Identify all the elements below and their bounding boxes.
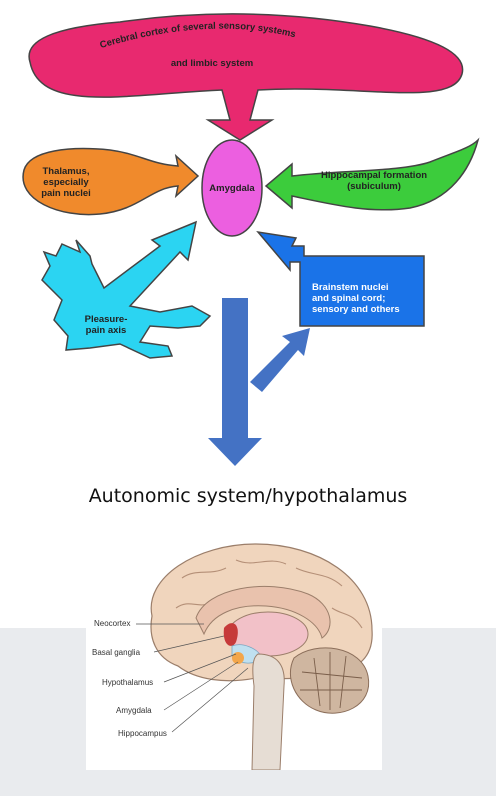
brain-illustration: Neocortex Basal ganglia Hypothalamus Amy… xyxy=(92,543,373,771)
feedback-arrow xyxy=(250,328,310,392)
brainstem-region xyxy=(251,653,285,771)
amygdala-node xyxy=(201,139,263,237)
hippocampal-label-line1: Hippocampal formation xyxy=(321,170,427,181)
pleasure-label-line2: pain axis xyxy=(86,325,127,336)
gyri-lines xyxy=(175,559,363,629)
corpus-callosum xyxy=(195,585,331,639)
brain-label-basal-ganglia: Basal ganglia xyxy=(92,648,141,657)
output-arrow xyxy=(208,298,262,466)
brainstem-label-line1: Brainstem nuclei xyxy=(312,282,389,293)
amygdala-region xyxy=(232,652,244,664)
cerebellum-region xyxy=(289,647,370,714)
thalamus-label-line2: especially xyxy=(43,177,89,188)
brain-label-neocortex: Neocortex xyxy=(94,619,130,628)
brainstem-label-line3: sensory and others xyxy=(312,304,400,315)
thalamus-label-line1: Thalamus, xyxy=(43,166,90,177)
cerebellum-folia xyxy=(300,652,363,710)
hippocampal-label-line2: (subiculum) xyxy=(347,181,401,192)
brain-figure: Neocortex Basal ganglia Hypothalamus Amy… xyxy=(86,538,382,771)
pleasure-label-line1: Pleasure- xyxy=(85,314,128,325)
brain-label-hypothalamus: Hypothalamus xyxy=(102,678,153,687)
hippocampal-arrow xyxy=(264,137,480,211)
caption-autonomic: Autonomic system/hypothalamus xyxy=(88,485,408,507)
thalamus-label-line3: pain nuclei xyxy=(41,188,91,199)
brainstem-arrow xyxy=(256,230,425,327)
brain-label-hippocampus: Hippocampus xyxy=(118,729,167,738)
brain-label-amygdala: Amygdala xyxy=(116,706,152,715)
amygdala-connections-diagram: Cerebral cortex of several sensory syste… xyxy=(22,13,480,466)
thalamus-arrow xyxy=(22,147,200,216)
red-structure xyxy=(223,623,238,646)
amygdala-label: Amygdala xyxy=(209,183,255,194)
brainstem-label-line2: and spinal cord; xyxy=(312,293,385,304)
cortex-label-line2: and limbic system xyxy=(171,58,253,69)
pleasure-pain-arrow xyxy=(41,220,212,359)
cortex-arrow xyxy=(28,13,464,141)
